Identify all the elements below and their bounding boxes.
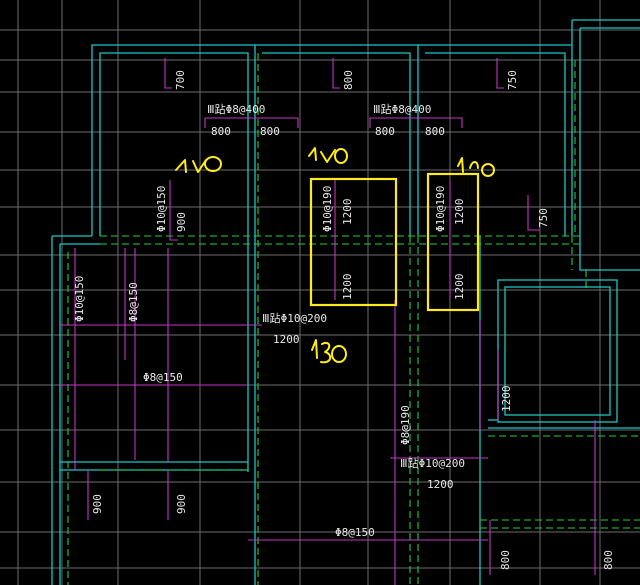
- highlight-box-2: [426, 172, 480, 312]
- right-len-label: 750: [537, 208, 550, 228]
- handwritten-notes: [175, 147, 495, 364]
- center-v-spec-label: Φ8@190: [399, 405, 412, 445]
- top-bar-label-1: 700: [174, 70, 187, 90]
- left-col-spec-label: Φ10@150: [73, 276, 86, 322]
- bottom-len-label-1: 900: [91, 494, 104, 514]
- neg-rebar-label-2: Ⅲ跕Φ8@400: [373, 102, 431, 116]
- walls: [51, 19, 640, 585]
- neg-rebar-label-1-right: 800: [260, 125, 280, 138]
- dashed-walls: [67, 53, 640, 585]
- left-mid-spec-label: Φ8@150: [127, 282, 140, 322]
- handwritten-note-2: [308, 147, 348, 164]
- neg-rebar-label-4-len: 1200: [427, 478, 454, 491]
- handwritten-note-1: [175, 156, 222, 173]
- neg-rebar-label-2-left: 800: [375, 125, 395, 138]
- room-left-len-label: 900: [175, 212, 188, 232]
- bottom-h-spec-label: Φ8@150: [143, 371, 183, 384]
- top-bar-label-2: 800: [342, 70, 355, 90]
- markup: [309, 172, 480, 312]
- neg-rebar-label-2-right: 800: [425, 125, 445, 138]
- mid-spec-label-2: Φ10@190: [434, 186, 447, 232]
- mid-len-label-2a: 1200: [453, 199, 466, 226]
- highlight-box-1: [309, 177, 398, 307]
- mid-spec-label-1: Φ10@190: [321, 186, 334, 232]
- handwritten-note-4: [311, 339, 347, 364]
- mid-len-label-1a: 1200: [341, 199, 354, 226]
- handwritten-note-3: [457, 157, 495, 177]
- right-box-len-label: 1200: [500, 386, 513, 413]
- bottom-right-label-2: 800: [602, 550, 615, 570]
- neg-rebar-label-3: Ⅲ跕Φ10@200: [262, 311, 327, 325]
- mid-len-label-2b: 1200: [453, 274, 466, 301]
- rebar-lines: [60, 58, 596, 585]
- room-left-spec-label: Φ10@150: [155, 186, 168, 232]
- bottom-right-label-1: 800: [499, 550, 512, 570]
- mid-len-label-1b: 1200: [341, 274, 354, 301]
- top-bar-label-3: 750: [506, 70, 519, 90]
- neg-rebar-label-1: Ⅲ跕Φ8@400: [207, 102, 265, 116]
- labels: 700 800 750 Ⅲ跕Φ8@400 800 800 Ⅲ跕Φ8@400 80…: [73, 70, 615, 570]
- bottom-len-label-2: 900: [175, 494, 188, 514]
- neg-rebar-label-1-left: 800: [211, 125, 231, 138]
- bottom-spec-label: Φ8@150: [335, 526, 375, 539]
- neg-rebar-label-3-len: 1200: [273, 333, 300, 346]
- neg-rebar-label-4: Ⅲ跕Φ10@200: [400, 456, 465, 470]
